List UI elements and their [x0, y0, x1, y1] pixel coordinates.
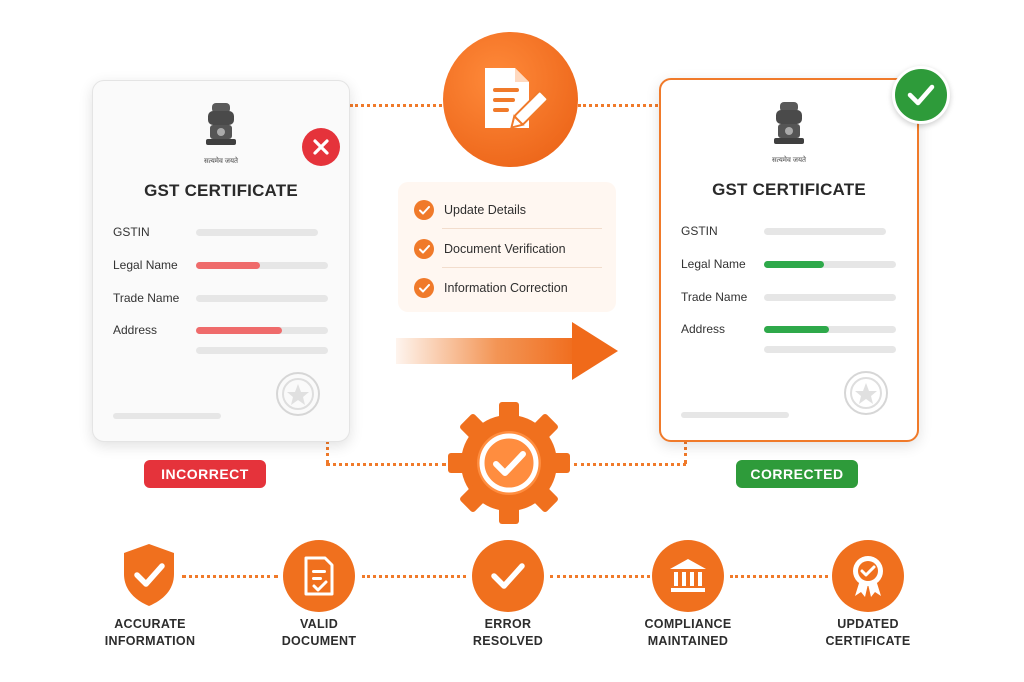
field-gstin-bar [764, 228, 886, 235]
bank-icon [670, 559, 706, 592]
field-legal-name-label: Legal Name [113, 258, 178, 272]
field-legal-name-label: Legal Name [681, 257, 746, 271]
field-trade-name-bar [196, 295, 328, 302]
check-icon [414, 239, 434, 259]
connector-bottom-left [326, 463, 446, 466]
field-legal-name-bar [764, 261, 896, 268]
feature-error-resolved: ERROR RESOLVED [438, 616, 578, 650]
feature-updated-certificate: UPDATED CERTIFICATE [798, 616, 938, 650]
close-icon [313, 139, 329, 155]
feature-connector [182, 575, 278, 578]
field-gstin-label: GSTIN [113, 225, 150, 239]
feature-line2: RESOLVED [472, 634, 544, 648]
feature-line1: VALID [299, 617, 339, 631]
emblem-icon [206, 103, 236, 145]
feature-line2: CERTIFICATE [825, 634, 911, 648]
step-label: Update Details [444, 203, 526, 217]
certificate-title: GST CERTIFICATE [712, 180, 866, 199]
feature-line2: DOCUMENT [281, 634, 357, 648]
certificate-title: GST CERTIFICATE [144, 181, 298, 200]
field-legal-name-corrected-highlight [764, 261, 824, 268]
feature-connector [730, 575, 828, 578]
step-update-details: Update Details [414, 197, 526, 223]
step-divider [442, 267, 602, 268]
field-address-error-highlight [196, 327, 282, 334]
field-legal-name-bar [196, 262, 328, 269]
transition-arrow-icon [396, 322, 618, 380]
field-legal-name-error-highlight [196, 262, 260, 269]
check-icon [907, 84, 935, 106]
feature-compliance-maintained: COMPLIANCE MAINTAINED [618, 616, 758, 650]
document-edit-badge [443, 32, 578, 167]
feature-line2: MAINTAINED [647, 634, 729, 648]
feature-line1: COMPLIANCE [644, 617, 732, 631]
field-trade-name-label: Trade Name [113, 291, 180, 305]
status-badge-corrected: CORRECTED [736, 460, 858, 488]
feature-line1: UPDATED [837, 617, 899, 631]
step-label: Document Verification [444, 242, 566, 256]
field-address-corrected-highlight [764, 326, 829, 333]
status-badge-incorrect: INCORRECT [144, 460, 266, 488]
field-gstin-bar [196, 229, 318, 236]
check-icon [414, 278, 434, 298]
document-check-badge [283, 540, 355, 612]
award-badge [832, 540, 904, 612]
feature-line1: ERROR [484, 617, 532, 631]
incorrect-mark [302, 128, 340, 166]
seal-icon [276, 372, 320, 416]
emblem-motto: सत्यमेव जयते [771, 157, 807, 164]
card-footer-bar [681, 412, 789, 418]
field-trade-name-bar [764, 294, 896, 301]
emblem-motto: सत्यमेव जयते [203, 158, 239, 165]
field-gstin-label: GSTIN [681, 224, 718, 238]
field-address-bar-2 [764, 346, 896, 353]
certificate-card-corrected: सत्यमेव जयते GST CERTIFICATE GSTIN Legal… [659, 78, 919, 442]
connector-left-down [326, 440, 329, 464]
step-divider [442, 228, 602, 229]
field-address-bar [764, 326, 896, 333]
connector-top-left [350, 104, 442, 107]
bank-badge [652, 540, 724, 612]
check-circle-icon [491, 563, 525, 589]
award-badge-icon [853, 556, 883, 597]
field-address-label: Address [681, 322, 726, 336]
shield-check-icon [124, 544, 174, 606]
feature-connector [550, 575, 650, 578]
field-trade-name-label: Trade Name [681, 290, 748, 304]
step-label: Information Correction [444, 281, 568, 295]
feature-connector [362, 575, 466, 578]
corrected-mark [892, 66, 950, 124]
card-footer-bar [113, 413, 221, 419]
feature-accurate-information: ACCURATE INFORMATION [80, 616, 220, 650]
field-address-label: Address [113, 323, 158, 337]
gear-check-icon [448, 402, 570, 524]
connector-top-right [578, 104, 658, 107]
field-address-bar-2 [196, 347, 328, 354]
connector-right-down [684, 440, 687, 464]
feature-valid-document: VALID DOCUMENT [249, 616, 389, 650]
step-document-verification: Document Verification [414, 236, 566, 262]
feature-line1: ACCURATE [114, 617, 186, 631]
step-information-correction: Information Correction [414, 275, 568, 301]
document-check-icon [304, 556, 334, 596]
connector-bottom-right [574, 463, 686, 466]
document-edit-icon [484, 67, 548, 129]
process-steps-panel: Update Details Document Verification Inf… [398, 182, 616, 312]
feature-line2: INFORMATION [104, 634, 196, 648]
seal-icon [844, 371, 888, 415]
check-icon [414, 200, 434, 220]
emblem-icon [774, 102, 804, 144]
check-circle-badge [472, 540, 544, 612]
